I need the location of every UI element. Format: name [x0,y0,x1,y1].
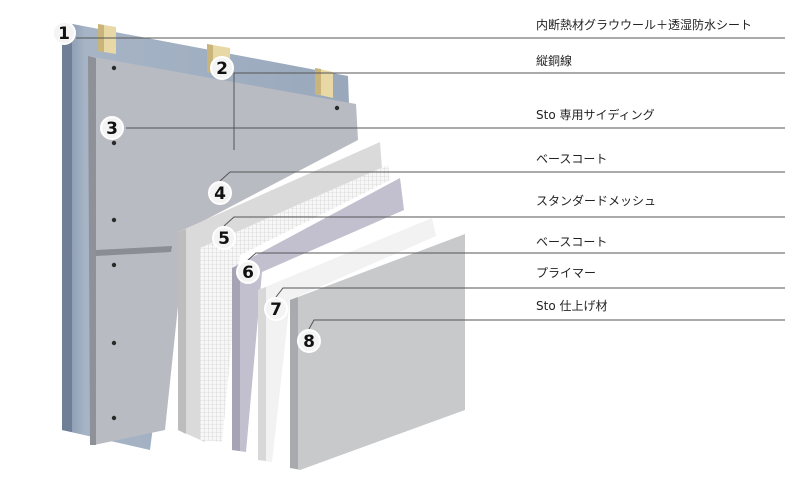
layer-7-label: プライマー [536,266,597,280]
leader-line-6 [247,252,785,261]
badge-2: 2 [210,56,234,80]
badge-number-2: 2 [216,59,228,79]
badge-number-5: 5 [218,229,230,249]
badge-4: 4 [208,181,232,205]
mesh-layer [200,165,390,442]
badge-circle-8 [297,329,321,353]
badge-1: 1 [52,21,76,45]
base-coat-2-layer [232,178,404,452]
badge-number-1: 1 [58,24,70,44]
leader-line-4 [219,171,785,182]
badge-circle-1 [52,21,76,45]
badge-circle-6 [236,260,260,284]
badge-7: 7 [264,297,288,321]
number-badges: 1 2 3 4 567 8 [52,21,321,353]
badge-5: 5 [212,226,236,250]
base-coat-layer [178,142,382,442]
layer-1-label: 内断熱材グラウウール＋透湿防水シート [536,18,753,32]
badge-number-8: 8 [303,332,315,352]
layer-3-label: Sto 専用サイディング [536,108,655,122]
layer-6-label: ベースコート [536,235,608,249]
layer-2-label: 縦銅線 [536,54,573,68]
badge-8: 8 [297,329,321,353]
siding-layer [88,56,358,445]
badge-3: 3 [100,116,124,140]
leader-line-7 [275,287,785,298]
badge-number-4: 4 [214,184,226,204]
primer-layer [258,218,436,462]
badge-6: 6 [236,260,260,284]
badge-number-3: 3 [106,119,118,139]
layer-8-label: Sto 仕上げ材 [536,299,608,313]
leader-lines [76,37,785,330]
badge-circle-4 [208,181,232,205]
siding-screws [111,65,340,421]
badge-number-6: 6 [242,263,254,283]
layer-5-label: スタンダードメッシュ [536,194,657,208]
leader-line-5 [223,216,785,227]
leader-line-2 [233,72,785,150]
badge-circle-2 [210,56,234,80]
badge-circle-5 [212,226,236,250]
finish-layer [290,234,465,470]
leader-line-8 [308,319,785,330]
layer-4-label: ベースコート [536,152,608,166]
badge-circle-7 [264,297,288,321]
badge-circle-3 [100,116,124,140]
badge-number-7: 7 [270,300,282,320]
